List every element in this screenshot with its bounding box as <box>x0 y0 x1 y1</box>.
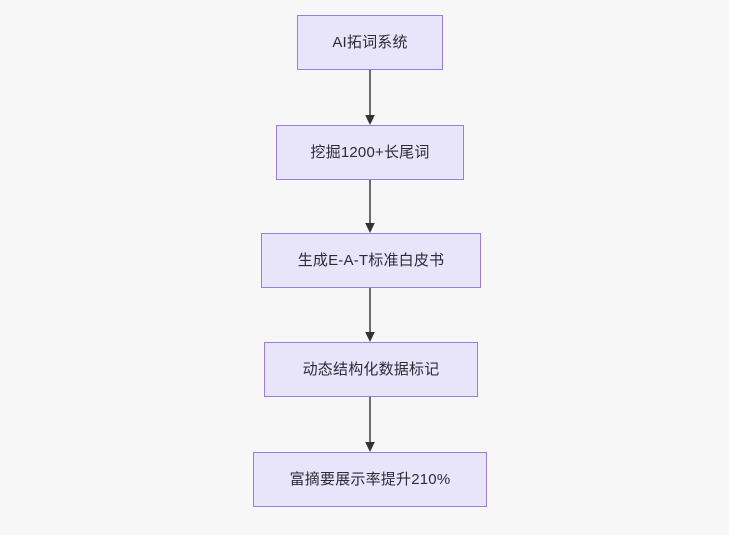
arrow-down-icon <box>365 180 375 233</box>
flow-node-label: 生成E-A-T标准白皮书 <box>297 252 445 269</box>
edge-node-2-to-node-3 <box>355 180 385 233</box>
arrow-down-icon <box>365 397 375 452</box>
flow-node-label: 挖掘1200+长尾词 <box>310 144 430 161</box>
flow-node-ai-keyword-system[interactable]: AI拓词系统 <box>297 15 443 70</box>
flow-node-label: 富摘要展示率提升210% <box>289 471 451 488</box>
flow-node-label: AI拓词系统 <box>332 34 408 51</box>
edge-node-3-to-node-4 <box>355 288 385 342</box>
flow-node-generate-eat-whitepaper[interactable]: 生成E-A-T标准白皮书 <box>261 233 481 288</box>
flow-node-mine-longtail-keywords[interactable]: 挖掘1200+长尾词 <box>276 125 464 180</box>
flow-node-dynamic-structured-data-markup[interactable]: 动态结构化数据标记 <box>264 342 478 397</box>
flow-node-label: 动态结构化数据标记 <box>302 361 440 378</box>
edge-node-1-to-node-2 <box>355 70 385 125</box>
edge-node-4-to-node-5 <box>355 397 385 452</box>
arrow-down-icon <box>365 70 375 125</box>
arrow-down-icon <box>365 288 375 342</box>
flow-node-rich-snippet-rate-increase[interactable]: 富摘要展示率提升210% <box>253 452 487 507</box>
